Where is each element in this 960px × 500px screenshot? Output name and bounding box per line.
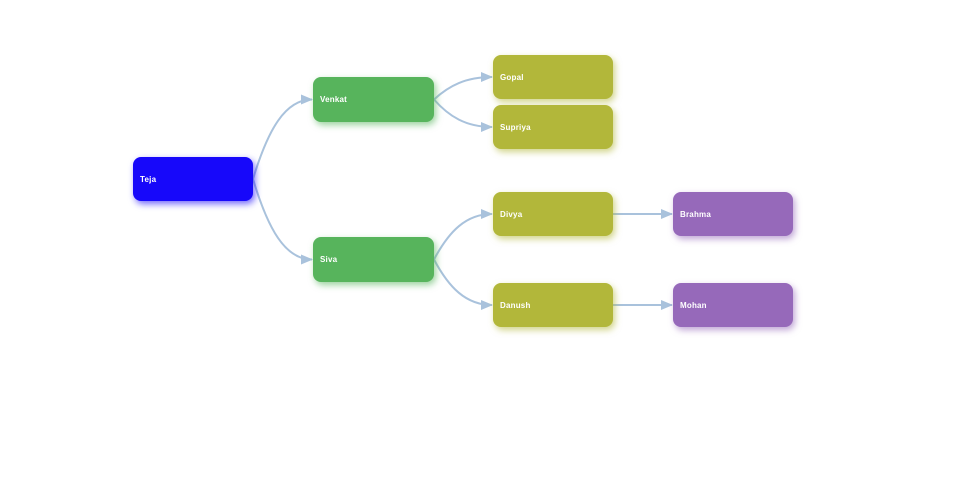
node-label: Brahma — [680, 209, 711, 219]
node-label: Venkat — [320, 95, 347, 104]
node-label: Supriya — [500, 122, 531, 132]
node-supriya[interactable]: Supriya — [493, 105, 613, 149]
link-teja-to-siva — [252, 178, 313, 265]
node-brahma[interactable]: Brahma — [673, 192, 793, 236]
link-teja-to-venkat — [252, 94, 313, 180]
node-siva[interactable]: Siva — [313, 237, 434, 282]
node-label: Siva — [320, 255, 338, 264]
node-divya[interactable]: Divya — [493, 192, 613, 236]
link-venkat-to-supriya — [433, 98, 493, 132]
node-label: Divya — [500, 209, 523, 219]
link-venkat-to-gopal — [433, 72, 493, 101]
link-siva-to-divya — [433, 209, 493, 260]
node-gopal[interactable]: Gopal — [493, 55, 613, 99]
node-label: Teja — [140, 174, 157, 184]
link-siva-to-danush — [433, 259, 493, 310]
node-teja[interactable]: Teja — [133, 157, 253, 201]
node-label: Mohan — [680, 300, 707, 310]
node-mohan[interactable]: Mohan — [673, 283, 793, 327]
node-danush[interactable]: Danush — [493, 283, 613, 327]
node-label: Gopal — [500, 72, 524, 82]
node-label: Danush — [500, 300, 531, 310]
node-venkat[interactable]: Venkat — [313, 77, 434, 122]
